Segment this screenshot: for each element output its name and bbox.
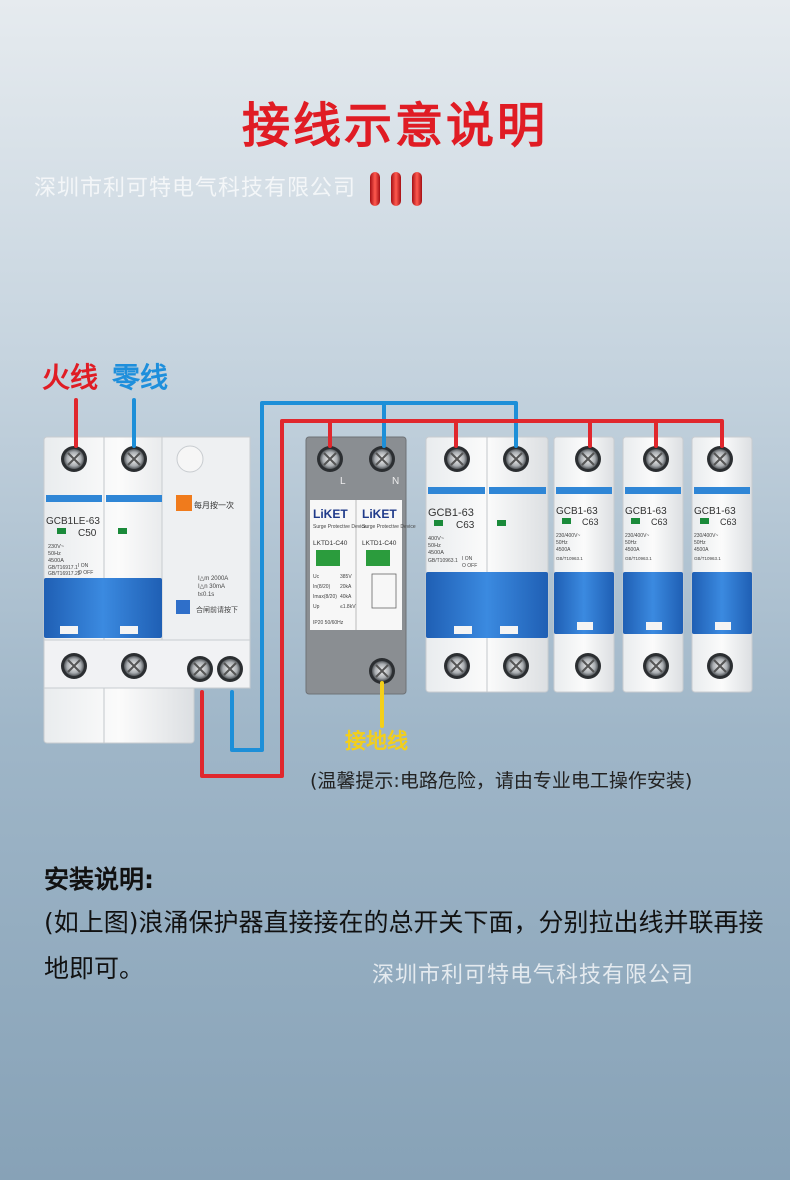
- svg-text:4500A: 4500A: [625, 547, 640, 553]
- live-wire-label: 火线: [42, 361, 99, 394]
- svg-text:400V~: 400V~: [428, 536, 444, 542]
- svg-text:40kA: 40kA: [340, 594, 352, 600]
- svg-text:230/400V~: 230/400V~: [556, 533, 580, 539]
- svg-text:230/400V~: 230/400V~: [694, 533, 718, 539]
- breaker-2p: GCB1-63 C63 400V~ 50Hz 4500A GB/T10963.1…: [425, 436, 549, 693]
- svg-text:LKTD1-C40: LKTD1-C40: [313, 540, 348, 547]
- instructions-title: 安装说明:: [44, 865, 154, 894]
- svg-text:GCB1-63: GCB1-63: [556, 506, 598, 517]
- svg-text:I△m 2000A: I△m 2000A: [198, 576, 228, 582]
- breaker-1p-1: GCB1-63 C63 230/400V~ 50Hz 4500A GB/T109…: [553, 436, 615, 693]
- svg-text:GB/T10963.1: GB/T10963.1: [625, 556, 652, 561]
- svg-text:IP20 50/60Hz: IP20 50/60Hz: [313, 620, 344, 626]
- svg-text:≤1.8kV: ≤1.8kV: [340, 604, 356, 610]
- svg-text:GCB1-63: GCB1-63: [694, 506, 736, 517]
- surge-protector: L N LiKET LiKET Surge Protective Device …: [305, 436, 416, 695]
- svg-text:C63: C63: [456, 520, 475, 531]
- svg-text:4500A: 4500A: [556, 547, 571, 553]
- svg-text:Surge Protective Device: Surge Protective Device: [362, 524, 416, 530]
- ground-wire-label: 接地线: [345, 729, 408, 753]
- wires: [74, 398, 724, 778]
- svg-text:Up: Up: [313, 604, 320, 610]
- svg-text:LiKET: LiKET: [313, 507, 348, 521]
- instructions-text: (如上图)浪涌保护器直接接在的总开关下面，分别拉出线并联再接地即可。: [44, 908, 764, 983]
- svg-text:GB/T16917.1: GB/T16917.1: [48, 565, 78, 571]
- svg-text:50Hz: 50Hz: [694, 540, 706, 546]
- svg-text:每月按一次: 每月按一次: [194, 500, 234, 510]
- svg-text:20kA: 20kA: [340, 584, 352, 590]
- svg-text:4500A: 4500A: [694, 547, 709, 553]
- svg-text:GCB1-63: GCB1-63: [428, 507, 474, 519]
- svg-text:In(8/20): In(8/20): [313, 584, 331, 590]
- svg-text:O OFF: O OFF: [462, 563, 477, 569]
- svg-text:GCB1LE-63: GCB1LE-63: [46, 516, 100, 527]
- svg-text:O OFF: O OFF: [78, 570, 93, 576]
- svg-text:230V~: 230V~: [48, 544, 64, 550]
- svg-text:N: N: [392, 476, 399, 487]
- svg-text:Uc: Uc: [313, 574, 320, 580]
- safety-tip: (温馨提示:电路危险，请由专业电工操作安装): [310, 770, 693, 792]
- svg-text:GCB1-63: GCB1-63: [625, 506, 667, 517]
- svg-text:C63: C63: [582, 517, 599, 527]
- svg-text:50Hz: 50Hz: [428, 543, 441, 549]
- svg-text:GB/T16917.22: GB/T16917.22: [48, 571, 81, 577]
- live-bus-wire: [200, 419, 724, 778]
- svg-text:合闸前请按下: 合闸前请按下: [196, 605, 238, 614]
- svg-text:50Hz: 50Hz: [48, 551, 61, 557]
- page-title: 接线示意说明: [241, 98, 548, 154]
- rcbo-main-switch: GCB1LE-63 C50 230V~ 50Hz 4500A GB/T16917…: [43, 436, 251, 744]
- breaker-1p-3: GCB1-63 C63 230/400V~ 50Hz 4500A GB/T109…: [691, 436, 753, 693]
- svg-text:GB/T10963.1: GB/T10963.1: [694, 556, 721, 561]
- watermark-bottom: 深圳市利可特电气科技有限公司: [372, 963, 695, 988]
- svg-text:L: L: [340, 476, 346, 487]
- wiring-diagram: GCB1LE-63 C50 230V~ 50Hz 4500A GB/T16917…: [43, 398, 753, 778]
- svg-text:C63: C63: [651, 517, 668, 527]
- neutral-bus-wire: [230, 401, 518, 752]
- breaker-1p-2: GCB1-63 C63 230/400V~ 50Hz 4500A GB/T109…: [622, 436, 684, 693]
- neutral-wire-label: 零线: [112, 361, 169, 394]
- svg-text:385V: 385V: [340, 574, 352, 580]
- svg-text:C50: C50: [78, 528, 97, 539]
- svg-text:Surge Protective Device: Surge Protective Device: [313, 524, 367, 530]
- svg-text:GB/T10963.1: GB/T10963.1: [556, 556, 583, 561]
- svg-text:4500A: 4500A: [48, 558, 64, 564]
- svg-text:LKTD1-C40: LKTD1-C40: [362, 540, 397, 547]
- svg-text:50Hz: 50Hz: [556, 540, 568, 546]
- svg-text:4500A: 4500A: [428, 550, 444, 556]
- svg-text:50Hz: 50Hz: [625, 540, 637, 546]
- svg-text:t≤0.1s: t≤0.1s: [198, 592, 214, 598]
- watermark-top: 深圳市利可特电气科技有限公司: [34, 176, 357, 201]
- svg-text:I ON: I ON: [462, 556, 473, 562]
- svg-text:Imax(8/20): Imax(8/20): [313, 594, 337, 600]
- decorative-bars: [364, 172, 428, 206]
- svg-text:230/400V~: 230/400V~: [625, 533, 649, 539]
- svg-text:GB/T10963.1: GB/T10963.1: [428, 558, 458, 564]
- svg-text:I△n 30mA: I△n 30mA: [198, 584, 225, 590]
- svg-text:C63: C63: [720, 517, 737, 527]
- svg-text:LiKET: LiKET: [362, 507, 397, 521]
- svg-text:I ON: I ON: [78, 563, 89, 569]
